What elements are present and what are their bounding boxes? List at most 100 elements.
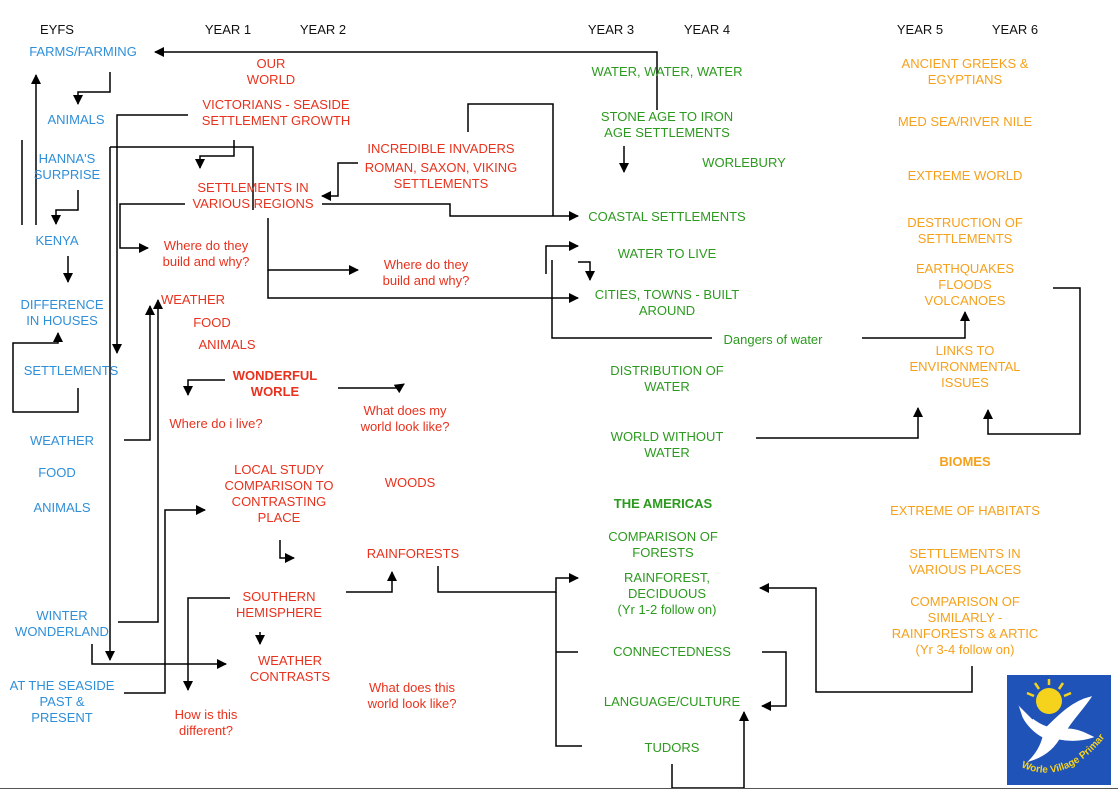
node-difference: DIFFERENCE IN HOUSES bbox=[20, 297, 104, 328]
arrow-invaders-to-settlements bbox=[321, 162, 358, 201]
node-food: FOOD bbox=[193, 315, 231, 330]
arrow-water-live-to-cities bbox=[578, 261, 595, 281]
node-winter: WINTER WONDERLAND bbox=[15, 608, 109, 639]
node-wonderful: WONDERFUL WORLE bbox=[232, 368, 318, 399]
node-roman: ROMAN, SAXON, VIKING SETTLEMENTS bbox=[364, 160, 518, 191]
node-extreme-world: EXTREME WORLD bbox=[907, 168, 1023, 183]
arrow-settlements-to-where bbox=[110, 146, 254, 210]
node-water3: WATER, WATER, WATER bbox=[591, 64, 743, 79]
node-animals: ANIMALS bbox=[198, 337, 256, 352]
school-logo: Worle Village Primary bbox=[1007, 675, 1111, 785]
bottom-border bbox=[0, 788, 1118, 789]
header-year6: YEAR 6 bbox=[991, 22, 1039, 37]
node-animals: ANIMALS bbox=[47, 112, 105, 127]
node-extreme-habitats: EXTREME OF HABITATS bbox=[890, 503, 1040, 518]
node-links: LINKS TO ENVIRONMENTAL ISSUES bbox=[909, 343, 1021, 390]
node-seaside: AT THE SEASIDE PAST & PRESENT bbox=[9, 678, 115, 725]
arrow-wonderful-to-where bbox=[183, 379, 225, 396]
node-where-build-1: Where do they build and why? bbox=[162, 238, 250, 269]
arrow-winter-to-weather bbox=[118, 299, 163, 623]
node-where-build-2: Where do they build and why? bbox=[382, 257, 470, 288]
header-year5: YEAR 5 bbox=[896, 22, 944, 37]
arrow-regions-to-where bbox=[119, 203, 185, 253]
node-earthquakes: EARTHQUAKES FLOODS VOLCANOES bbox=[915, 261, 1015, 308]
node-hannas: HANNA'S SURPRISE bbox=[33, 151, 101, 182]
node-woods: WOODS bbox=[384, 475, 436, 490]
node-stone-age: STONE AGE TO IRON AGE SETTLEMENTS bbox=[600, 109, 734, 140]
node-dangers: Dangers of water bbox=[723, 332, 823, 347]
node-biomes: BIOMES bbox=[939, 454, 991, 469]
node-language: LANGUAGE/CULTURE bbox=[603, 694, 741, 709]
node-invaders: INCREDIBLE INVADERS bbox=[367, 141, 515, 156]
arrow-victorians-down bbox=[195, 140, 235, 169]
node-distribution: DISTRIBUTION OF WATER bbox=[610, 363, 724, 394]
node-weather-contrasts: WEATHER CONTRASTS bbox=[249, 653, 331, 684]
arrow-invaders-to-coastal bbox=[467, 103, 554, 216]
arrow-southern-to-how bbox=[183, 597, 230, 691]
node-victorians: VICTORIANS - SEASIDE SETTLEMENT GROWTH bbox=[201, 97, 351, 128]
node-settlements: SETTLEMENTS bbox=[23, 363, 119, 378]
node-farms: FARMS/FARMING bbox=[29, 44, 137, 59]
arrow-our-world-to-farms bbox=[154, 47, 658, 110]
arrow-hannas-to-kenya bbox=[51, 190, 79, 225]
node-worlebury: WORLEBURY bbox=[702, 155, 786, 170]
node-kenya: KENYA bbox=[35, 233, 79, 248]
node-med: MED SEA/RIVER NILE bbox=[897, 114, 1033, 129]
node-rainforests: RAINFORESTS bbox=[366, 546, 460, 561]
arrow-local-to-southern bbox=[279, 540, 295, 563]
header-year3: YEAR 3 bbox=[587, 22, 635, 37]
node-our-world: OUR WORLD bbox=[246, 56, 296, 87]
node-tudors: TUDORS bbox=[644, 740, 700, 755]
arrow-water-live bbox=[545, 241, 579, 274]
arrow-dangers-line bbox=[551, 260, 712, 339]
node-southern: SOUTHERN HEMISPHERE bbox=[236, 589, 322, 620]
arrow-without-to-links bbox=[756, 407, 923, 439]
node-settlements-places: SETTLEMENTS IN VARIOUS PLACES bbox=[908, 546, 1022, 577]
node-animals2: ANIMALS bbox=[33, 500, 91, 515]
node-world-look-1: What does my world look like? bbox=[360, 403, 450, 434]
arrow-seaside-to-local bbox=[124, 505, 206, 694]
node-destruction: DESTRUCTION OF SETTLEMENTS bbox=[907, 215, 1023, 246]
node-comparison-similarly: COMPARISON OF SIMILARLY - RAINFORESTS & … bbox=[891, 594, 1039, 657]
node-americas: THE AMERICAS bbox=[613, 496, 713, 511]
node-rainforest-dec: RAINFOREST, DECIDUOUS (Yr 1-2 follow on) bbox=[617, 570, 717, 617]
node-coastal: COASTAL SETTLEMENTS bbox=[588, 209, 746, 224]
node-without: WORLD WITHOUT WATER bbox=[610, 429, 724, 460]
arrow-victorians-to-settlements bbox=[112, 114, 188, 354]
arrow-dangers-to-links bbox=[862, 311, 970, 339]
header-year4: YEAR 4 bbox=[683, 22, 731, 37]
arrow-weather-to-where bbox=[124, 305, 155, 441]
arrow-regions-to-cities bbox=[267, 270, 579, 303]
header-year2: YEAR 2 bbox=[299, 22, 347, 37]
node-settlements-regions: SETTLEMENTS IN VARIOUS REGIONS bbox=[192, 180, 314, 211]
arrow-wonderful-to-world bbox=[338, 383, 405, 394]
node-local-study: LOCAL STUDY COMPARISON TO CONTRASTING PL… bbox=[224, 462, 334, 525]
header-eyfs: EYFS bbox=[40, 22, 74, 37]
node-how-different: How is this different? bbox=[174, 707, 238, 738]
node-food: FOOD bbox=[38, 465, 76, 480]
node-comparison-forests: COMPARISON OF FORESTS bbox=[608, 529, 718, 560]
arrow-earthquakes-to-links bbox=[983, 287, 1081, 435]
arrow-rainforests-to-rainforest bbox=[437, 566, 579, 593]
node-greeks: ANCIENT GREEKS & EGYPTIANS bbox=[901, 56, 1029, 87]
arrow-regions-to-coastal bbox=[322, 203, 579, 221]
arrow-connected-to-lang bbox=[761, 651, 787, 711]
node-water-live: WATER TO LIVE bbox=[617, 246, 717, 261]
dove-sun-icon bbox=[1018, 679, 1095, 763]
arrow-southern-to-rainforests bbox=[346, 571, 397, 593]
arrow-regions-to-where2 bbox=[267, 218, 359, 275]
node-cities: CITIES, TOWNS - BUILT AROUND bbox=[594, 287, 740, 318]
node-where-live: Where do i live? bbox=[169, 416, 263, 431]
arrow-farms-to-animals bbox=[73, 72, 111, 105]
arrow-settlements-to-difference bbox=[12, 332, 79, 413]
node-connectedness: CONNECTEDNESS bbox=[613, 644, 731, 659]
arrow-winter-to-contrasts bbox=[91, 644, 227, 669]
node-world-look-2: What does this world look like? bbox=[367, 680, 457, 711]
node-weather: WEATHER bbox=[160, 292, 226, 307]
node-weather: WEATHER bbox=[29, 433, 95, 448]
arrow-kenya-to-farms bbox=[21, 75, 36, 225]
arrow-connected-brackets bbox=[555, 592, 582, 747]
arrow-comparison-to-rainforest bbox=[759, 583, 973, 693]
